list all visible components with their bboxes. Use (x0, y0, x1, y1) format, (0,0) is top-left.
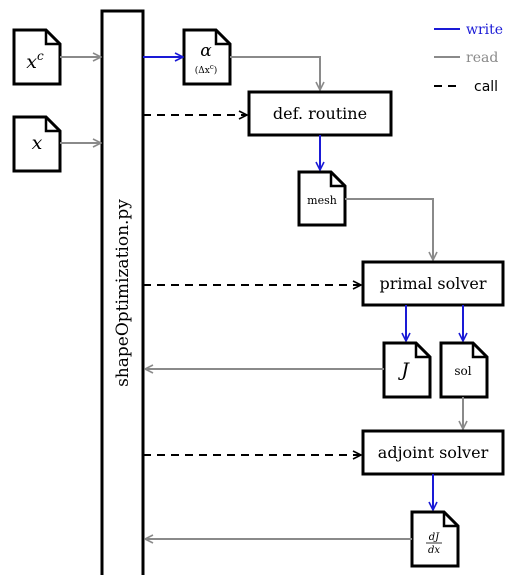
main-script-label: shapeOptimization.py (113, 199, 133, 387)
arrow-mesh-to-primal-solver (345, 198, 433, 260)
legend: write read call (434, 22, 503, 95)
file-xc-label: xc (26, 49, 44, 73)
legend-call-label: call (474, 79, 498, 95)
file-alpha-fold (214, 30, 230, 46)
file-alpha-subscript: (Δxc) (195, 63, 218, 76)
file-dJdx-numerator: dJ (429, 532, 440, 543)
file-J-label: J (397, 359, 410, 381)
primal-solver-box (361, 260, 505, 307)
file-xc-fold (44, 30, 60, 46)
file-dJdx: dJ dx (410, 510, 460, 568)
legend-write-label: write (466, 22, 503, 38)
file-J-fold (414, 343, 430, 359)
main-script-box (100, 9, 145, 575)
file-x: x (12, 115, 62, 173)
file-mesh-label: mesh (307, 194, 337, 207)
primal-solver-label: primal solver (379, 274, 486, 293)
file-xc: xc (12, 28, 62, 86)
adjoint-solver-label: adjoint solver (378, 443, 489, 462)
file-mesh-fold (329, 172, 345, 188)
file-J: J (382, 341, 432, 399)
def-routine-label: def. routine (273, 104, 367, 123)
file-x-fold (44, 117, 60, 133)
file-sol-label: sol (454, 364, 471, 378)
legend-read-label: read (466, 50, 498, 66)
file-mesh: mesh (297, 170, 347, 227)
file-alpha: α (Δxc) (182, 28, 232, 86)
file-x-label: x (32, 132, 43, 154)
file-sol-fold (471, 343, 487, 359)
file-sol: sol (439, 341, 489, 399)
arrow-alpha-to-def-routine (230, 56, 320, 90)
file-dJdx-denominator: dx (428, 545, 440, 556)
file-alpha-symbol: α (200, 41, 212, 61)
def-routine-box (247, 90, 393, 137)
file-dJdx-fold (442, 512, 458, 528)
